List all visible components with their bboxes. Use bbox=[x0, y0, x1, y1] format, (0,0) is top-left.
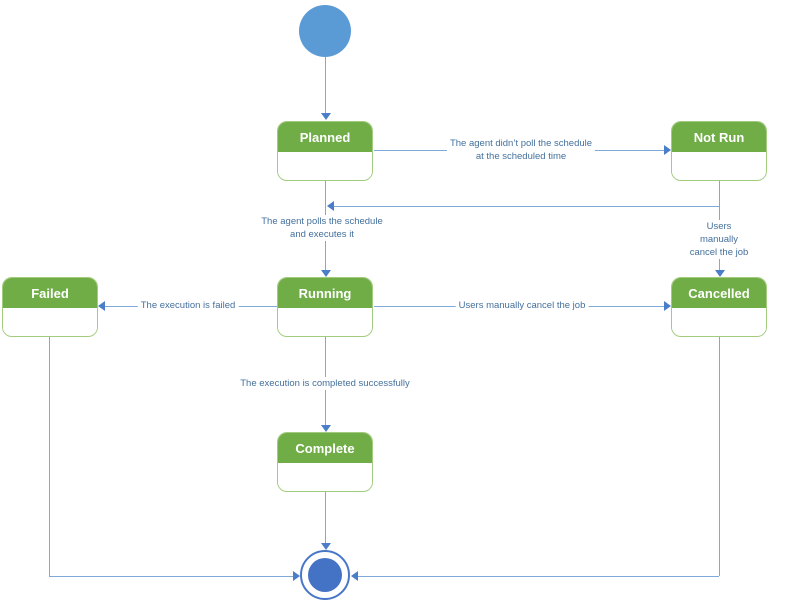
connector-cancelled-to-final-vertical bbox=[719, 337, 720, 576]
arrowhead-cancelled-to-final-icon bbox=[351, 571, 358, 581]
arrowhead-complete-to-final-icon bbox=[321, 543, 331, 550]
state-not-run-body bbox=[672, 154, 766, 179]
state-cancelled-body bbox=[672, 310, 766, 335]
arrowhead-planned-to-running-icon bbox=[321, 270, 331, 277]
transition-label-planned-to-not-run: The agent didn’t poll the schedule at th… bbox=[446, 137, 596, 163]
transition-label-running-to-cancelled: Users manually cancel the job bbox=[455, 299, 589, 312]
transition-label-not-run-to-cancelled: Users manually cancel the job bbox=[683, 220, 755, 259]
state-running-body bbox=[278, 310, 372, 335]
state-cancelled-label: Cancelled bbox=[688, 285, 750, 301]
state-failed: Failed bbox=[2, 277, 98, 337]
arrowhead-not-run-to-cancelled-icon bbox=[715, 270, 725, 277]
state-failed-label: Failed bbox=[31, 285, 69, 301]
state-cancelled-header: Cancelled bbox=[672, 278, 766, 310]
state-not-run-header: Not Run bbox=[672, 122, 766, 154]
connector-not-run-to-running bbox=[334, 206, 719, 207]
arrowhead-running-to-cancelled-icon bbox=[664, 301, 671, 311]
state-complete: Complete bbox=[277, 432, 373, 492]
state-not-run-label: Not Run bbox=[693, 129, 745, 145]
state-planned: Planned bbox=[277, 121, 373, 181]
transition-label-planned-to-running: The agent polls the schedule and execute… bbox=[258, 215, 386, 241]
final-state-icon bbox=[300, 550, 350, 600]
state-planned-header: Planned bbox=[278, 122, 372, 154]
connector-complete-to-final bbox=[325, 492, 326, 544]
arrowhead-running-to-failed-icon bbox=[98, 301, 105, 311]
state-planned-label: Planned bbox=[299, 129, 351, 145]
arrowhead-planned-to-not-run-icon bbox=[664, 145, 671, 155]
state-not-run: Not Run bbox=[671, 121, 767, 181]
final-state-inner-circle bbox=[308, 558, 342, 592]
state-complete-header: Complete bbox=[278, 433, 372, 465]
connector-initial-to-planned bbox=[325, 57, 326, 113]
connector-failed-to-final-vertical bbox=[49, 337, 50, 576]
connector-failed-to-final-horizontal bbox=[49, 576, 293, 577]
transition-label-running-to-failed: The execution is failed bbox=[137, 299, 239, 312]
state-failed-body bbox=[3, 310, 97, 335]
state-running: Running bbox=[277, 277, 373, 337]
arrowhead-not-run-to-running-icon bbox=[327, 201, 334, 211]
arrowhead-running-to-complete-icon bbox=[321, 425, 331, 432]
transition-label-running-to-complete: The execution is completed successfully bbox=[237, 377, 413, 390]
state-failed-header: Failed bbox=[3, 278, 97, 310]
arrowhead-initial-to-planned-icon bbox=[321, 113, 331, 120]
connector-cancelled-to-final-horizontal bbox=[358, 576, 719, 577]
state-running-header: Running bbox=[278, 278, 372, 310]
state-complete-label: Complete bbox=[295, 440, 355, 456]
initial-state-icon bbox=[299, 5, 351, 57]
state-cancelled: Cancelled bbox=[671, 277, 767, 337]
state-complete-body bbox=[278, 465, 372, 490]
arrowhead-failed-to-final-icon bbox=[293, 571, 300, 581]
state-planned-body bbox=[278, 154, 372, 179]
state-running-label: Running bbox=[298, 285, 352, 301]
